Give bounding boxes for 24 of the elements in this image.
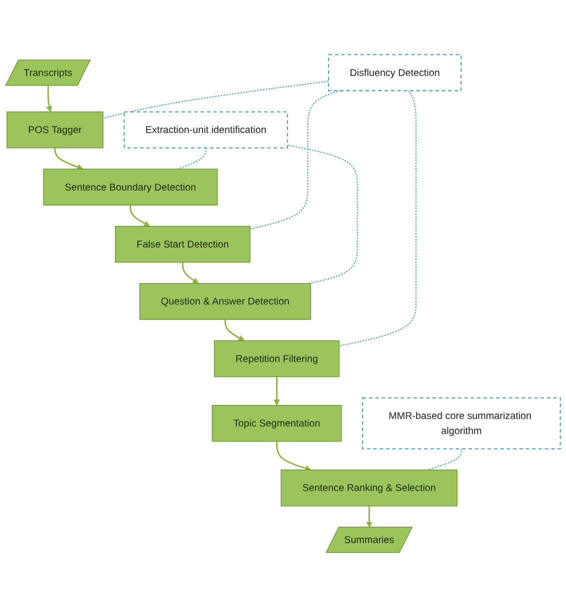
connector	[250, 90, 340, 230]
node-box: Question & Answer Detection	[139, 283, 312, 320]
node-box: Sentence Ranking & Selection	[280, 469, 458, 506]
node-box: False Start Detection	[114, 226, 250, 263]
connector	[102, 80, 329, 119]
connector	[287, 144, 358, 284]
arrow	[54, 148, 84, 170]
arrow	[130, 204, 150, 226]
connector	[427, 448, 462, 470]
arrow	[274, 376, 280, 406]
arrow	[46, 86, 52, 112]
node-box: POS Tagger	[6, 111, 104, 148]
connector	[339, 90, 417, 346]
arrow	[276, 441, 312, 472]
node-box: Sentence Boundary Detection	[43, 168, 218, 206]
arrow	[182, 262, 199, 284]
node-box: Topic Segmentation	[212, 404, 342, 442]
node-box: Repetition Filtering	[214, 340, 340, 377]
node-box: MMR-based core summarization algorithm	[362, 397, 561, 450]
connector	[178, 148, 206, 170]
node-box: Extraction-unit identification	[124, 111, 288, 148]
node-box: Disfluency Detection	[328, 54, 462, 92]
arrow	[224, 319, 245, 341]
arrow	[366, 506, 372, 528]
